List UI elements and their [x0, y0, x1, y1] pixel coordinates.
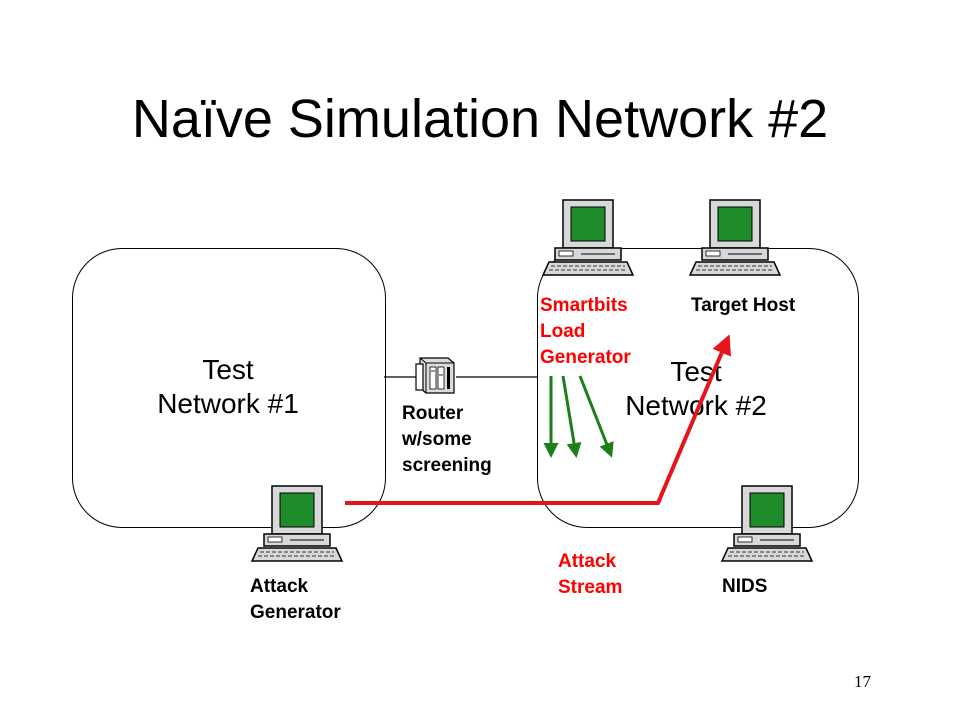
attack-stream-label: Attack Stream: [558, 549, 622, 601]
test-network-1-line-2: Network #1: [157, 388, 299, 419]
nids-label: NIDS: [722, 574, 767, 600]
smartbits-line-3: Generator: [540, 347, 631, 368]
computer-icon-target-host: [688, 199, 782, 276]
router-line-2: w/some: [402, 429, 472, 450]
attack-generator-line-2: Generator: [250, 602, 341, 623]
attack-stream-line-2: Stream: [558, 577, 623, 598]
smartbits-line-2: Load: [540, 321, 586, 342]
load-arrow-2: [561, 375, 582, 458]
slide-title: Naïve Simulation Network #2: [131, 89, 829, 149]
attack-generator-label: Attack Generator: [250, 574, 341, 626]
attack-generator-line-1: Attack: [250, 576, 309, 597]
router-line-3: screening: [402, 455, 492, 476]
computer-icon-smartbits: [541, 199, 635, 276]
router-icon: [415, 357, 455, 394]
test-network-2-box: [537, 248, 859, 528]
test-network-1-line-1: Test: [202, 354, 254, 385]
computer-icon-attack-generator: [250, 485, 344, 562]
smartbits-line-1: Smartbits: [540, 295, 628, 316]
attack-stream-line-1: Attack: [558, 551, 617, 572]
router-label: Router w/some screening: [402, 401, 492, 479]
target-host-line-1: Target Host: [691, 295, 796, 316]
page-number: 17: [854, 672, 871, 691]
target-host-label: Target Host: [691, 293, 795, 319]
nids-line-1: NIDS: [722, 576, 768, 597]
test-network-1-box: [72, 248, 386, 528]
attack-path-arrow: [345, 334, 731, 505]
router-line-1: Router: [402, 403, 464, 424]
computer-icon-nids: [720, 485, 814, 562]
smartbits-label: Smartbits Load Generator: [540, 293, 631, 371]
load-arrow-3: [578, 375, 614, 458]
test-network-1-label: Test Network #1: [118, 353, 338, 421]
